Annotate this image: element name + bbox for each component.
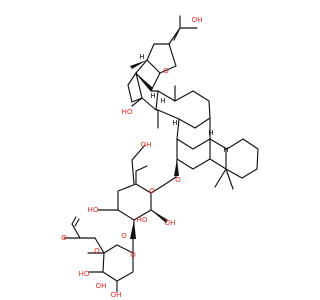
oh-top-label: OH [191,15,202,24]
hydrogen-label-3: H [160,96,165,105]
ring-a-fusion-bonds [209,138,227,170]
glucose-ring-oxygen-label: O [149,186,155,195]
glucose-ring-oxygen-bonds [135,165,148,185]
glucose-wedge-1 [151,210,168,223]
chemical-structure-drawing: OH O HO O OH O HO O HO OH O O O HO OH OH… [61,15,259,299]
upper-ring-bonds [135,72,159,111]
methyl-bonds [157,85,234,190]
xylose-ring-bonds [102,244,134,282]
xylose-hydroxyl-3-label: OH [110,290,121,299]
oxolane-wedge-1 [130,60,147,69]
glycosidic-wedge [174,159,179,176]
xylose-hydroxyl-2-label: OH [95,281,106,290]
hydrogen-label-4: H [172,118,177,127]
hydrogen-label-2: H [150,91,155,100]
glucose-bridge-oxygen-label: O [121,231,127,240]
glucose-right-hydroxyl-label: OH [164,218,175,227]
oxolane-oxygen-label: O [163,66,169,75]
hydrogen-label-5: H [208,128,213,137]
acetyl-bonds [63,223,105,254]
ester-oxygen-label: O [94,246,100,255]
acetyl-double-bond [71,216,80,227]
glucose-ring-bonds [117,183,165,221]
glucose-substituent-bonds [97,144,167,241]
ring-b-bonds [176,117,211,150]
glucose-ring-hydroxyl-label: HO [136,215,147,224]
ring-d-bonds [127,72,143,103]
side-chain-bonds [168,15,198,45]
ring-a-bonds [176,138,259,179]
hydrogen-label-6: H [223,145,228,154]
glucose-ch2-oh-label: OH [140,140,151,149]
hydroxyl-bond-c16 [131,97,143,107]
xylose-ring-oxygen-label: O [130,250,136,259]
c16-hydroxyl-label: HO [121,107,132,116]
xylose-substituent-bonds [87,252,118,293]
glucose-wedge-2 [130,220,136,239]
xylose-hydroxyl-1-label: HO [78,269,89,278]
hydrogen-label-1: H [139,52,144,61]
oxolane-ring-bonds [146,43,177,74]
glycosidic-oxygen-label: O [175,175,181,184]
chemical-structure-canvas: OH O HO O OH O HO O HO OH O O O HO OH OH… [61,15,259,299]
glucose-left-hydroxyl-label: HO [87,205,98,214]
ester-carbonyl-oxygen-label: O [61,233,67,242]
